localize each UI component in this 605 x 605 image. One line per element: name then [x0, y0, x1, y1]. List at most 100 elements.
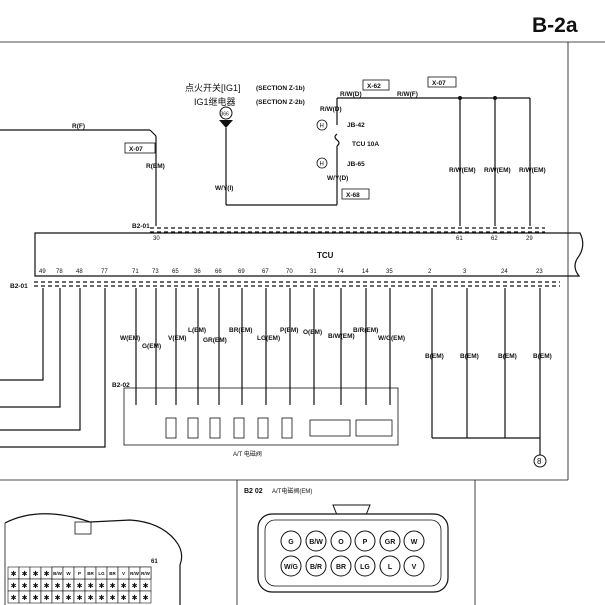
fuse-h-icon-upper: H: [316, 119, 328, 131]
solenoid-6: [309, 419, 351, 437]
solenoid-5: [281, 417, 293, 439]
svg-text:✱: ✱: [99, 594, 105, 602]
wire-label-rwf: R/W(F): [397, 91, 418, 98]
svg-text:B/W: B/W: [309, 539, 323, 546]
connector-x68-label: X-68: [346, 192, 360, 199]
svg-text:R/W: R/W: [141, 571, 151, 576]
wire-label-rwem-3: R/W(EM): [519, 167, 546, 174]
connector-pin-top-0: G: [280, 530, 302, 552]
connector-pin-bottom-5: V: [403, 555, 425, 577]
bottom-pin-48: 48: [76, 269, 83, 275]
svg-text:B/W: B/W: [53, 571, 63, 576]
solenoid-3: [233, 417, 245, 439]
ground-bus: [432, 437, 547, 468]
connector-pin-bottom-0: W/G: [280, 555, 302, 577]
svg-text:W: W: [411, 539, 418, 546]
svg-text:✱: ✱: [88, 594, 94, 602]
feeders: [458, 96, 531, 226]
tcu-fuse-label: TCU 10A: [352, 141, 379, 148]
svg-text:L: L: [388, 564, 393, 571]
bottom-pin-77: 77: [101, 269, 108, 275]
wire-label-rwd2: R/W(D): [320, 106, 342, 113]
pin-30: 30: [153, 236, 160, 242]
bottom-pin-35: 35: [386, 269, 393, 275]
connector-pin-bottom-1: B/R: [305, 555, 327, 577]
wire-label-wy-i: W/Y(I): [215, 185, 233, 192]
svg-text:✱: ✱: [11, 570, 17, 578]
svg-text:H: H: [320, 124, 324, 130]
wire-label-0: W(EM): [120, 335, 140, 342]
svg-text:✱: ✱: [66, 582, 72, 590]
svg-text:✱: ✱: [33, 594, 39, 602]
ignition-switch-label: 点火开关[IG1]: [185, 82, 241, 93]
jb42-label: JB-42: [347, 122, 365, 129]
relay-terminal-icon: 366: [219, 106, 233, 128]
top-pin-3: 29: [526, 236, 533, 242]
bottom-pin-36: 36: [194, 269, 201, 275]
tcu-label: TCU: [317, 251, 334, 260]
relay-number: 366: [221, 112, 230, 118]
connector-pin-bottom-4: L: [379, 555, 401, 577]
bottom-pin-65: 65: [172, 269, 179, 275]
svg-text:✱: ✱: [44, 594, 50, 602]
ignition-switch-section: (SECTION Z-1b): [256, 85, 305, 92]
bottom-pin-2: 2: [428, 269, 432, 275]
svg-text:✱: ✱: [66, 594, 72, 602]
bottom-pin-3: 3: [463, 269, 467, 275]
svg-text:✱: ✱: [11, 594, 17, 602]
connector-x62: [362, 79, 390, 91]
bottom-wires: [135, 288, 541, 438]
wire-label-15: B(EM): [533, 353, 552, 360]
svg-text:B/R: B/R: [310, 564, 322, 571]
solenoid-4: [257, 417, 269, 439]
bottom-pin-49: 49: [39, 269, 46, 275]
wire-label-10: B/R(EM): [353, 327, 378, 334]
left-connector-cells: ✱✱✱✱✱✱✱✱✱✱✱✱✱✱✱✱✱✱✱✱✱✱✱✱✱✱✱✱✱✱✱✱✱✱✱✱✱✱✱B…: [7, 566, 152, 604]
bottom-pin-24: 24: [501, 269, 508, 275]
wire-label-wyd: W/Y(D): [327, 175, 348, 182]
tcu-box: [34, 232, 584, 277]
bottom-pin-70: 70: [286, 269, 293, 275]
left-connector: [4, 513, 183, 605]
svg-text:✱: ✱: [11, 582, 17, 590]
svg-text:P: P: [78, 571, 81, 576]
wire-label-4: GR(EM): [203, 337, 227, 344]
jb65-label: JB-65: [347, 161, 365, 168]
svg-text:P: P: [363, 539, 368, 546]
wire-label-14: B(EM): [498, 353, 517, 360]
top-pin-2: 62: [491, 236, 498, 242]
connector-x07-right-label: X-07: [432, 80, 446, 87]
wire-labels: W(EM)G(EM)V(EM)L(EM)GR(EM)BR(EM)LG(EM)P(…: [120, 327, 552, 360]
ground-number: 8: [537, 457, 542, 466]
connector-b202: B2-02: [112, 382, 130, 389]
ignition-relay-section: (SECTION Z-2b): [256, 99, 305, 106]
svg-text:LG: LG: [98, 571, 105, 576]
connector-b202-face: [257, 504, 449, 593]
connector-x07-right: [427, 76, 457, 88]
svg-text:✱: ✱: [44, 582, 50, 590]
svg-text:✱: ✱: [110, 594, 116, 602]
bottom-pin-69: 69: [238, 269, 245, 275]
connector-pin-bottom-2: BR: [330, 555, 352, 577]
wire-label-2: V(EM): [168, 335, 186, 342]
svg-text:R/W: R/W: [130, 571, 140, 576]
svg-text:✱: ✱: [132, 594, 138, 602]
left-connector-number: 61: [151, 559, 158, 565]
wire-label-6: LG(EM): [257, 335, 280, 342]
bottom-pin-31: 31: [310, 269, 317, 275]
svg-text:✱: ✱: [33, 582, 39, 590]
fuse-h-icon-lower: H: [316, 157, 328, 169]
wire-label-8: O(EM): [303, 329, 322, 336]
wire-label-3: L(EM): [188, 327, 206, 334]
wire-label-rwem-2: R/W(EM): [484, 167, 511, 174]
svg-text:BR: BR: [336, 564, 346, 571]
connector-subtitle: A/T电磁阀(EM): [272, 487, 312, 495]
left-conn-cell: [139, 590, 152, 604]
svg-text:✱: ✱: [44, 570, 50, 578]
svg-text:✱: ✱: [77, 594, 83, 602]
connector-pin-top-4: GR: [379, 530, 401, 552]
wire-label-13: B(EM): [460, 353, 479, 360]
